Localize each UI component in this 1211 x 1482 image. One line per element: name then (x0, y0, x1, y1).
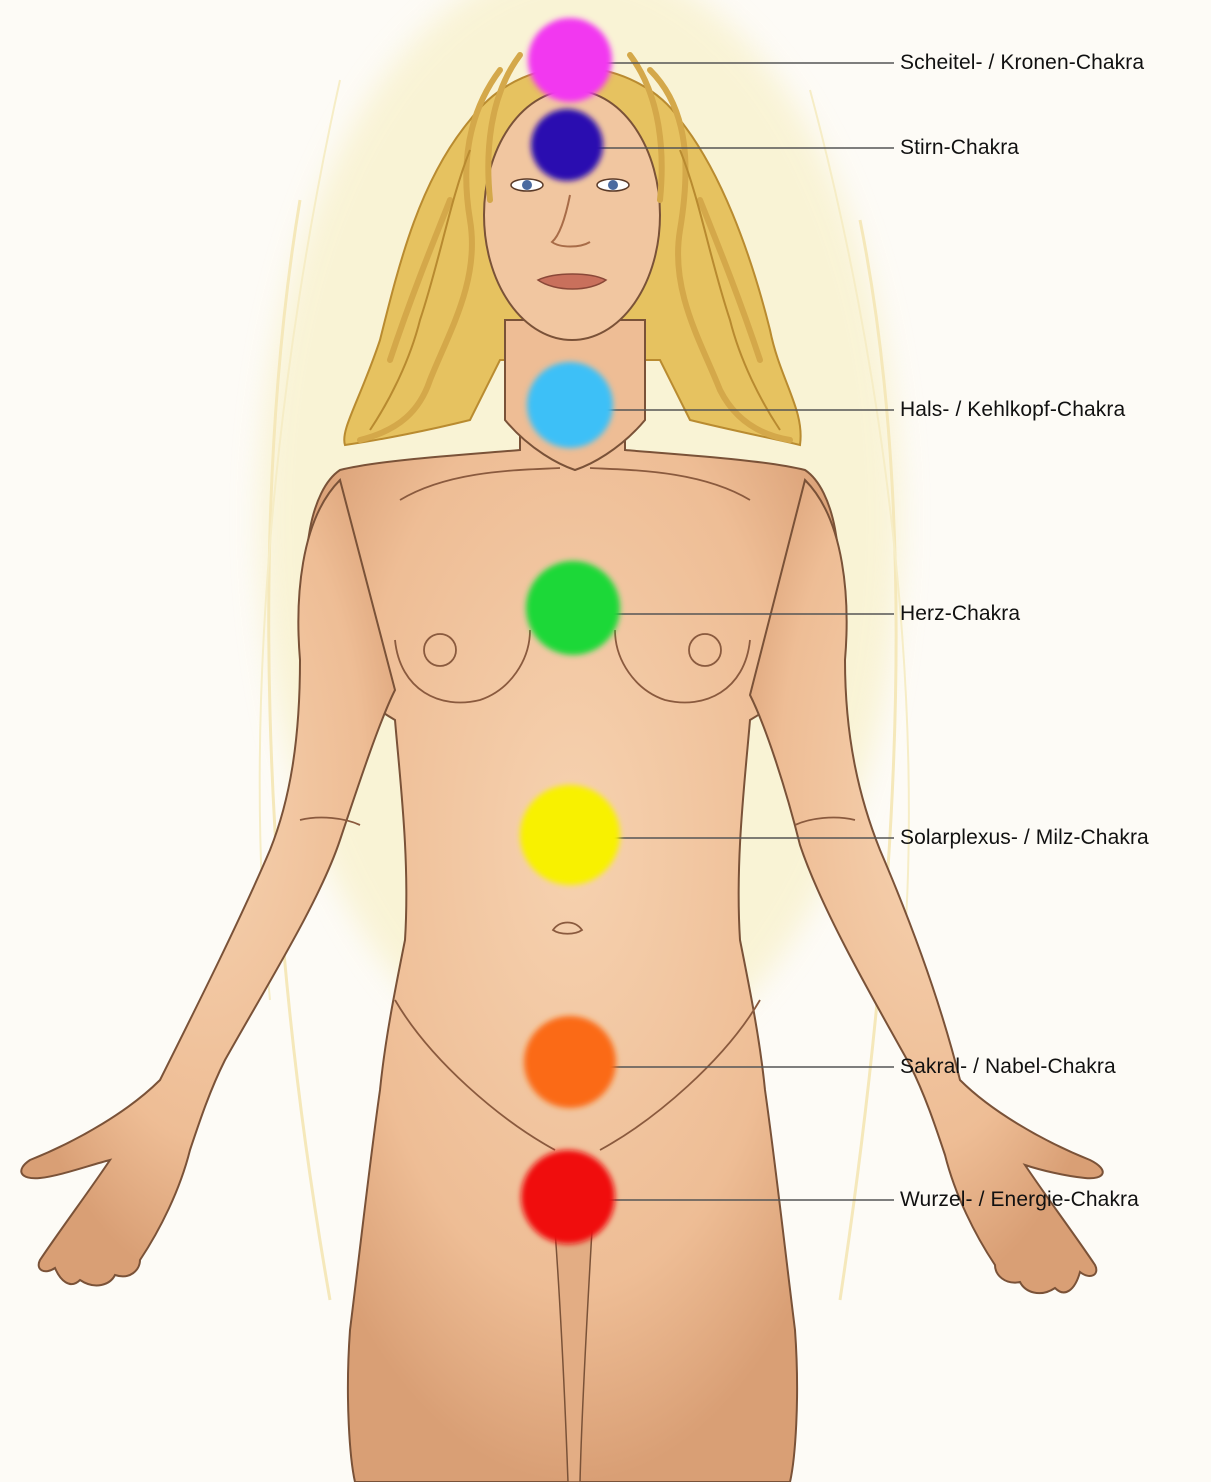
chakra-dot-throat (527, 362, 613, 448)
chakra-dot-crown (528, 18, 612, 102)
chakra-label-crown: Scheitel- / Kronen-Chakra (900, 52, 1144, 73)
chakra-label-throat: Hals- / Kehlkopf-Chakra (900, 399, 1125, 420)
chakra-dot-heart (526, 561, 620, 655)
chakra-dot-solar (520, 785, 620, 885)
chakra-dot-sacral (524, 1016, 616, 1108)
chakra-label-heart: Herz-Chakra (900, 603, 1020, 624)
chakra-label-brow: Stirn-Chakra (900, 137, 1019, 158)
chakra-label-sacral: Sakral- / Nabel-Chakra (900, 1056, 1116, 1077)
chakra-dot-brow (531, 109, 603, 181)
chakra-label-root: Wurzel- / Energie-Chakra (900, 1189, 1139, 1210)
chakra-label-solar: Solarplexus- / Milz-Chakra (900, 827, 1149, 848)
chakra-dot-root (521, 1150, 615, 1244)
